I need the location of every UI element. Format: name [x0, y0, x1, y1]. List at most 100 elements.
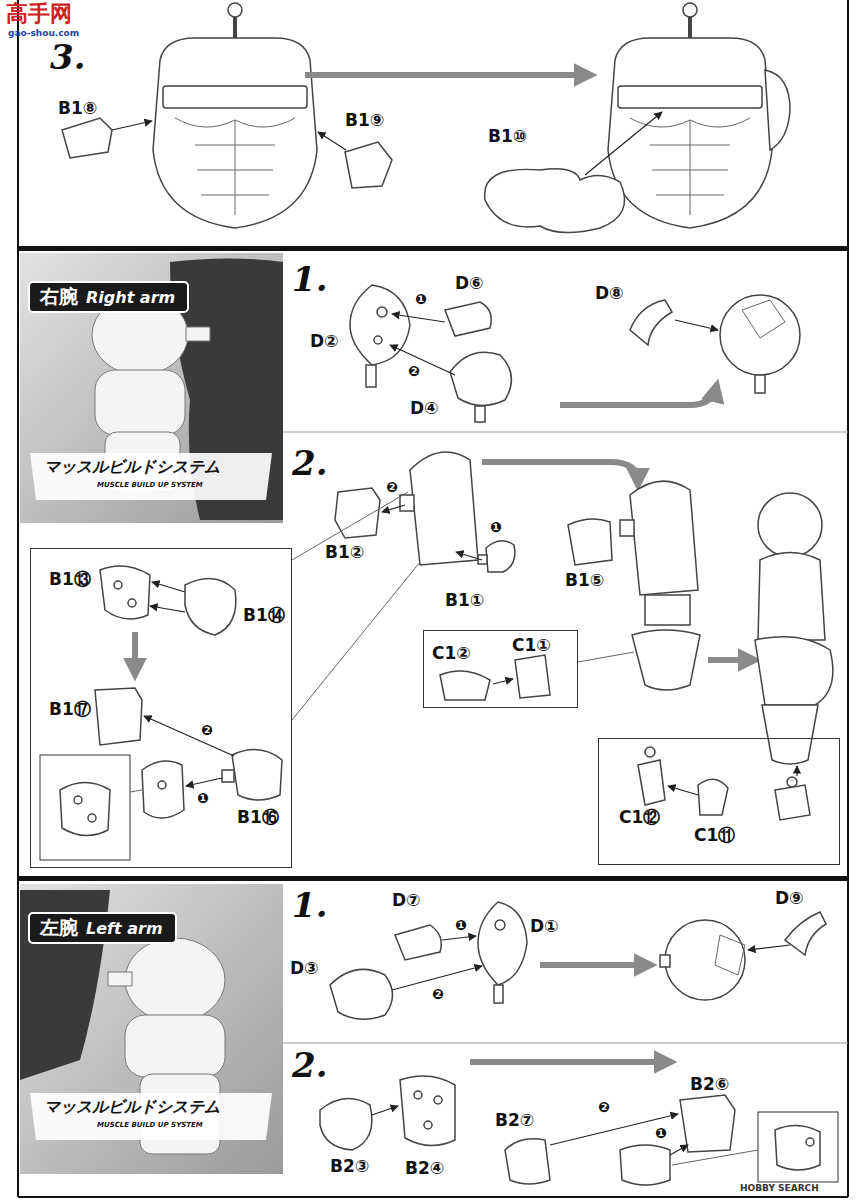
leader-line	[372, 1106, 398, 1115]
right-arm-step-one-shape	[445, 302, 491, 336]
torso-drawing-shape-shape	[153, 38, 317, 228]
callout-number: ❷	[598, 1100, 610, 1114]
torso-drawing-shape	[608, 3, 790, 228]
right-arm-step-two-shape	[630, 481, 698, 595]
photo-panel-shape	[125, 1015, 225, 1077]
right-arm-step-one-shape	[350, 285, 410, 365]
leader-line	[442, 936, 476, 940]
right-arm-step-one-shape	[720, 295, 800, 375]
right-arm-step-two-shape	[755, 637, 833, 705]
right-arm-step-two-shape	[95, 688, 142, 745]
part-number: B1⑧	[58, 100, 97, 117]
torso-drawing-shape-shape	[765, 70, 790, 150]
right-arm-step-one-shape	[374, 336, 382, 344]
left-arm-step-two-shape	[414, 1091, 422, 1099]
right-arm-step-one	[350, 285, 800, 422]
callout-number: ❶	[197, 791, 209, 805]
photo-panel-shape	[186, 327, 210, 341]
right-arm-step-two-shape	[142, 761, 184, 818]
torso-drawing-shape-shape	[630, 118, 750, 215]
watermark: gao-shou.com	[8, 29, 79, 38]
page-frame-shape	[18, 246, 848, 251]
tab-subtitle: Right arm	[86, 290, 175, 306]
right-arm-step-two-shape	[132, 632, 138, 672]
right-arm-step-two-shape	[632, 630, 700, 690]
torso-drawing-shape	[345, 142, 392, 188]
part-number: C1⑪	[694, 827, 735, 844]
left-arm-step-one-shape	[395, 925, 441, 960]
left-arm-step-one	[330, 902, 826, 1019]
watermark: HOBBY SEARCH	[740, 1184, 819, 1193]
callout-number: ❷	[386, 480, 398, 494]
right-arm-step-two-shape	[60, 783, 110, 836]
left-arm-step-one-shape	[785, 912, 826, 955]
torso-drawing-shape-shape	[618, 86, 762, 108]
left-arm-step-two-shape	[424, 1121, 432, 1129]
part-number: D⑧	[595, 285, 624, 302]
leader-line	[748, 945, 790, 950]
right-arm-step-two-shape	[758, 493, 822, 557]
leader-line	[796, 766, 797, 776]
right-arm-step-two	[40, 452, 833, 860]
right-arm-step-two-shape	[698, 779, 728, 815]
step-number: 3.	[50, 40, 86, 74]
logo-text: MUSCLE BUILD UP SYSTEM	[97, 1122, 203, 1129]
right-arm-step-two-shape	[620, 520, 634, 536]
leader-line	[668, 786, 698, 795]
torso-drawing-shape	[485, 169, 625, 233]
left-arm-step-two-shape	[470, 1059, 668, 1065]
right-arm-step-two-shape	[486, 541, 515, 572]
left-arm-step-two-shape	[775, 1125, 820, 1170]
tab-subtitle: Left arm	[86, 921, 163, 937]
torso-drawing-shape-shape	[175, 118, 295, 215]
right-arm-step-two-shape	[482, 462, 638, 482]
torso-drawing-shape-shape	[228, 3, 242, 17]
photo-panel-shape	[125, 938, 225, 1022]
leader-line	[670, 1145, 688, 1155]
right-arm-step-two-shape	[128, 599, 136, 607]
right-arm-step-two-shape	[158, 781, 166, 789]
leader-line	[675, 320, 718, 330]
left-arm-step-one-shape	[715, 935, 745, 975]
part-number: B1⑬	[49, 571, 91, 588]
torso-drawing-shape-shape	[163, 86, 307, 108]
part-number: B1⑰	[49, 701, 91, 718]
left-arm-step-one-shape	[330, 969, 393, 1019]
leader-line	[292, 562, 420, 720]
part-number: D⑦	[392, 892, 421, 909]
part-number: D①	[530, 918, 559, 935]
leader-line	[17, 0, 19, 1197]
leader-line	[392, 314, 445, 322]
right-arm-step-two-shape	[645, 595, 690, 625]
left-arm-step-two-shape	[758, 1112, 838, 1182]
right-arm-step-two-shape	[232, 750, 282, 800]
right-arm-step-two-shape	[40, 755, 130, 860]
logo-text: マッスルビルドシステム	[44, 459, 220, 475]
logo-text: MUSCLE BUILD UP SYSTEM	[97, 482, 203, 489]
right-arm-step-one-shape	[450, 352, 511, 405]
right-arm-step-two-shape	[645, 747, 655, 757]
leader-line	[152, 582, 185, 592]
right-arm-step-two-shape	[88, 814, 96, 822]
right-arm-step-two-shape	[222, 770, 234, 782]
part-number: B2⑥	[690, 1076, 729, 1093]
callout-number: ❷	[408, 364, 420, 378]
right-arm-step-one-shape	[366, 365, 376, 387]
part-number: D②	[310, 333, 339, 350]
page-frame-shape	[18, 876, 848, 881]
leader-line	[144, 716, 234, 756]
part-number: B1⑤	[565, 572, 604, 589]
right-arm-step-one-shape	[560, 388, 716, 405]
part-number: B1①	[445, 592, 484, 609]
leader-line	[186, 778, 222, 786]
leader-line	[130, 790, 142, 792]
photo-panel-shape	[95, 370, 185, 435]
part-number: C1②	[432, 645, 471, 662]
torso-drawing-shape-shape	[608, 38, 772, 228]
right-arm-step-two-shape	[758, 553, 825, 641]
part-number: C1①	[512, 637, 551, 654]
tab-title: 左腕	[40, 918, 78, 937]
